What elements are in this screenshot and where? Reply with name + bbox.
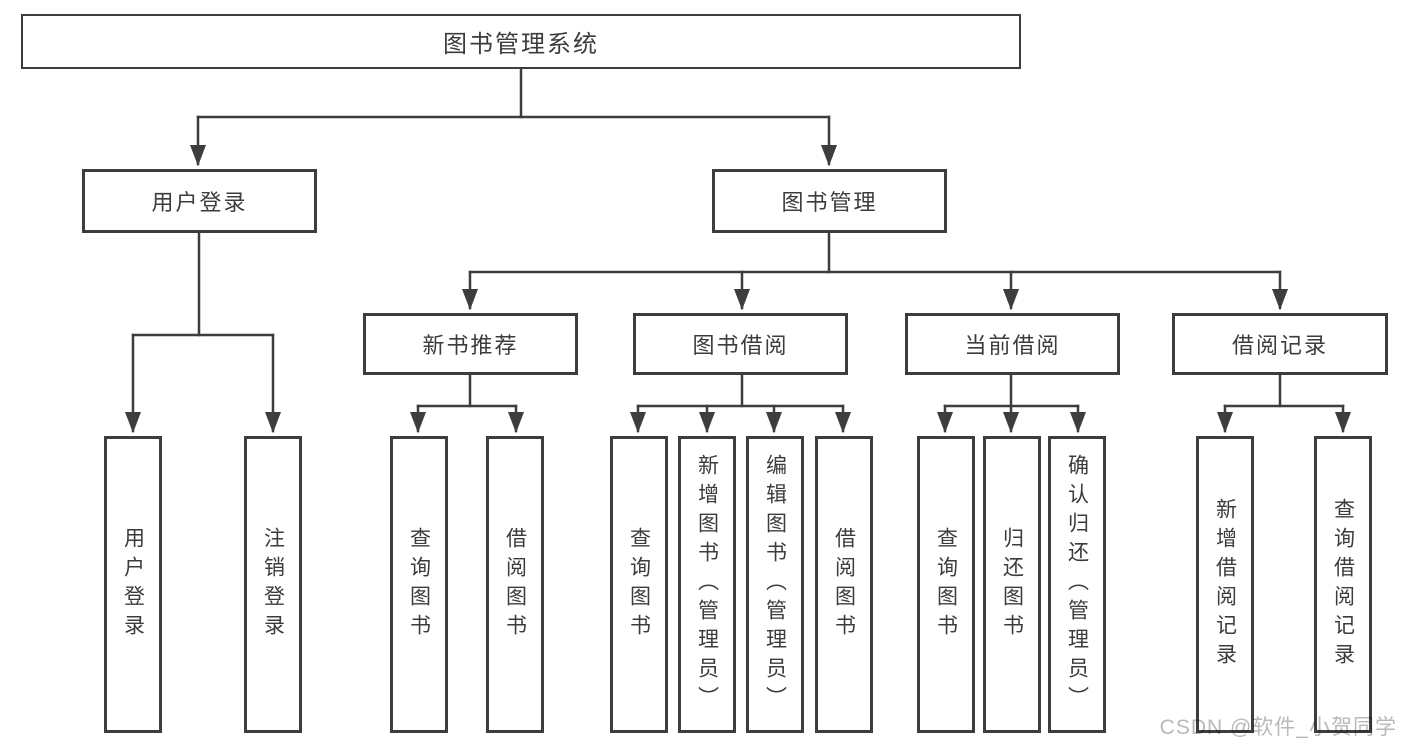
leaf-borrow-books: 借阅图书 [815,436,873,733]
leaf-query-borrow-record: 查询借阅记录 [1314,436,1372,733]
leaf-edit-books-admin: 编辑图书（管理员） [746,436,804,733]
node-book-borrowing: 图书借阅 [633,313,848,375]
leaf-query-books-borrowing: 查询图书 [610,436,668,733]
node-book-management: 图书管理 [712,169,947,233]
csdn-watermark: CSDN @软件_小贺同学 [1159,716,1397,739]
leaf-confirm-return-admin: 确认归还（管理员） [1048,436,1106,733]
leaf-user-login: 用户登录 [104,436,162,733]
leaf-add-borrow-record: 新增借阅记录 [1196,436,1254,733]
node-new-book-recommend: 新书推荐 [363,313,578,375]
node-user-login: 用户登录 [82,169,317,233]
leaf-return-books: 归还图书 [983,436,1041,733]
leaf-logout: 注销登录 [244,436,302,733]
leaf-query-books-recommend: 查询图书 [390,436,448,733]
node-current-borrowing: 当前借阅 [905,313,1120,375]
leaf-query-books-current: 查询图书 [917,436,975,733]
node-borrow-records: 借阅记录 [1172,313,1388,375]
leaf-add-books-admin: 新增图书（管理员） [678,436,736,733]
node-library-management-system: 图书管理系统 [21,14,1021,69]
leaf-borrow-books-recommend: 借阅图书 [486,436,544,733]
